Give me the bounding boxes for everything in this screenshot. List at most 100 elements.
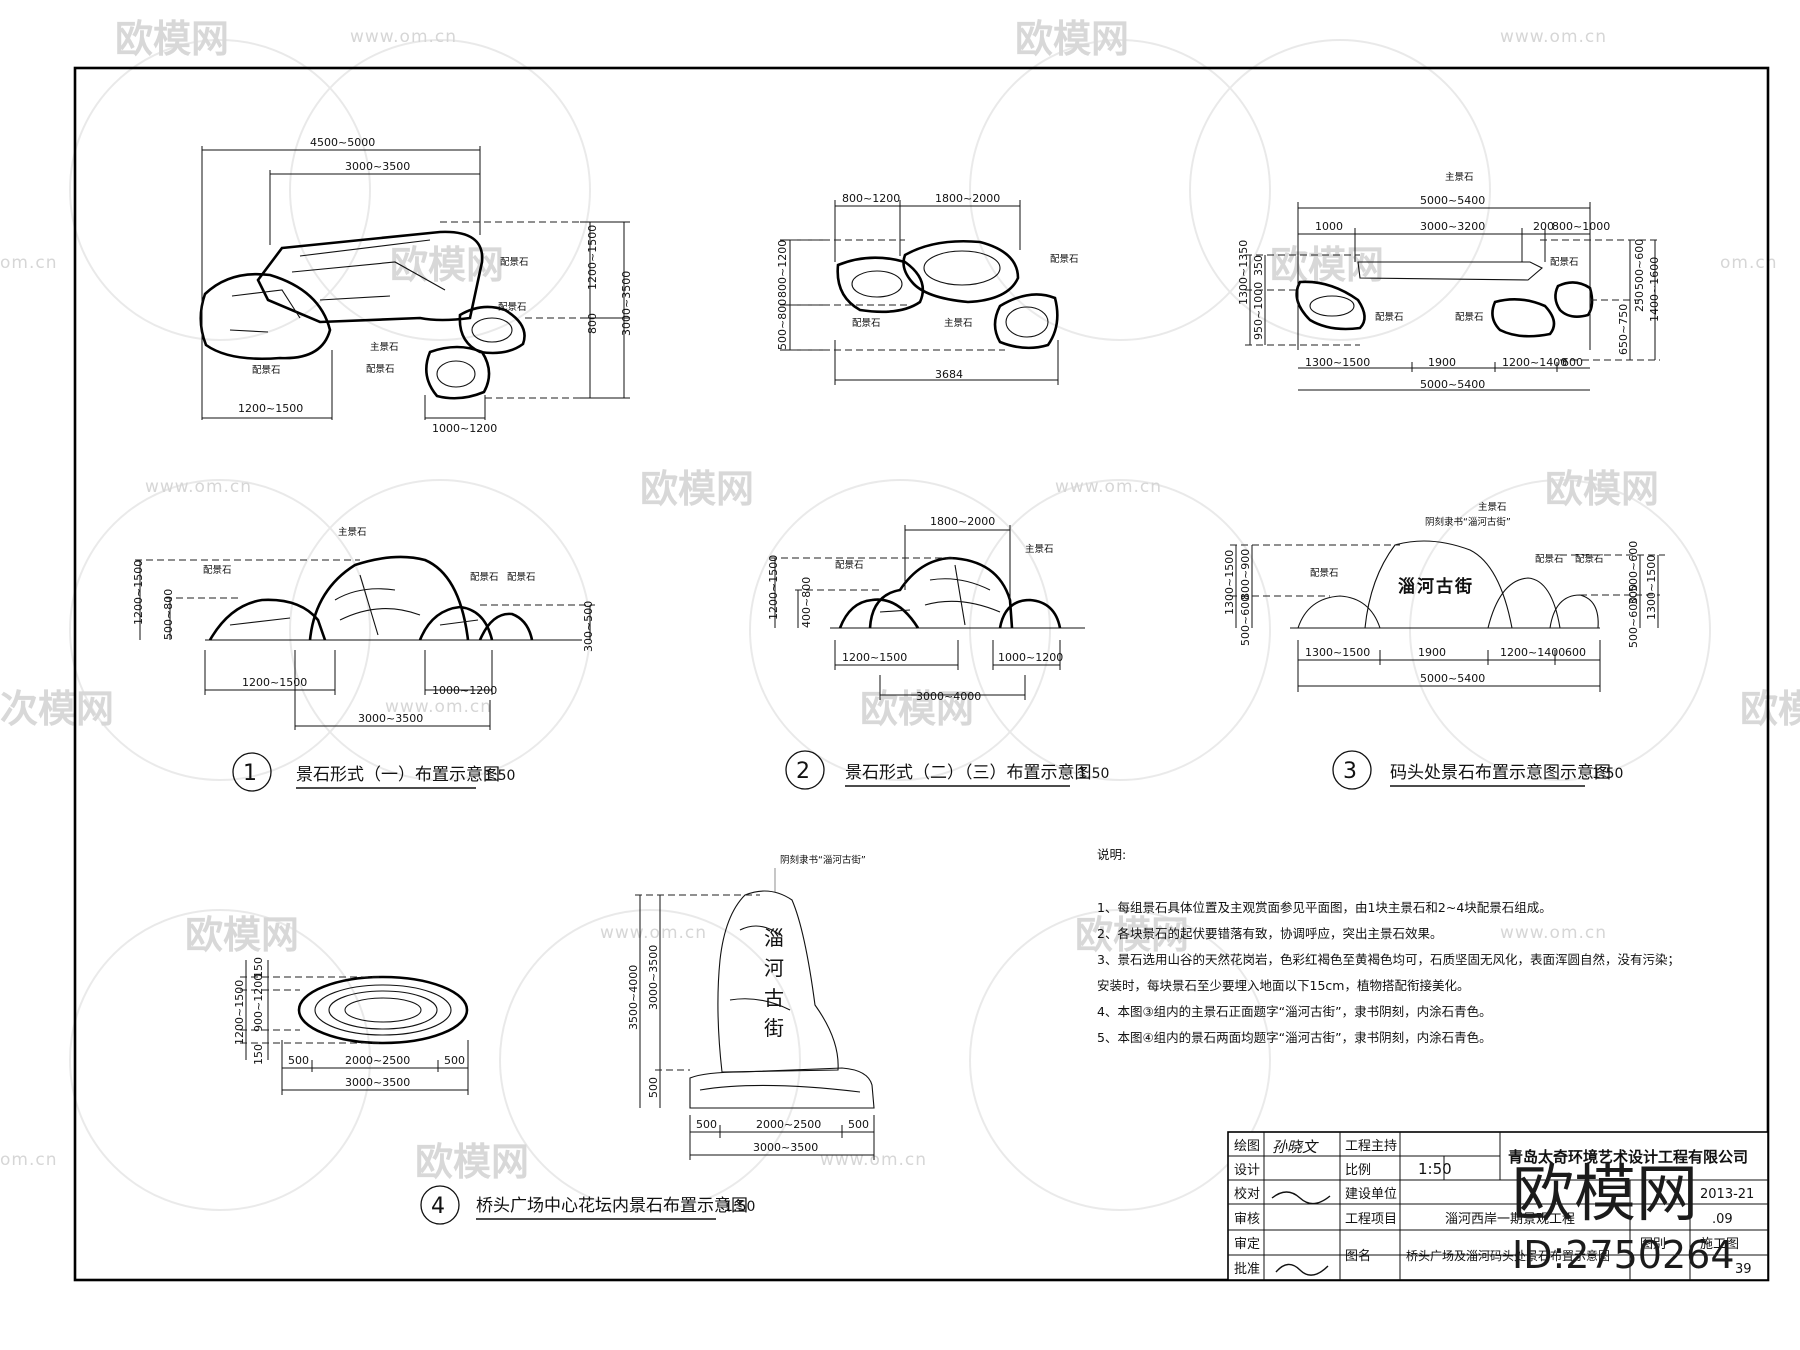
dim-label: 3000~3500 <box>358 712 423 725</box>
note-line: 2、各块景石的起伏要错落有致，协调呼应，突出主景石效果。 <box>1097 926 1442 941</box>
watermark-url: www.om.cn <box>385 697 492 717</box>
watermark-brand: 欧模网 <box>185 913 299 957</box>
rock-label: 配景石 <box>835 560 864 571</box>
rock-label: 配景石 <box>1310 568 1339 579</box>
tb-drawing-value: 桥头广场及淄河码头处景石布置示意图 <box>1406 1248 1610 1263</box>
fig-scale: 1:50 <box>484 768 515 784</box>
watermark-brand: 欧模网 <box>1075 913 1189 957</box>
fig-number: 1 <box>243 761 257 786</box>
dim-label: 3000~3200 <box>1420 220 1485 233</box>
extension-dashes <box>240 976 380 1044</box>
extension-dashes <box>790 239 1005 351</box>
dim-label: 150 <box>252 1044 265 1065</box>
fig-title: 码头处景石布置示意图示意图 <box>1390 763 1611 783</box>
carved-character: 街 <box>764 1016 784 1040</box>
rock-texture <box>699 925 861 1093</box>
tb-label: 工程项目 <box>1345 1212 1397 1227</box>
side-rock-outline <box>478 612 534 641</box>
carved-character: 淄 <box>764 926 784 950</box>
dim-label: 5000~5400 <box>1420 378 1485 391</box>
side-rock-outline <box>1554 281 1594 318</box>
dim-label: 3000~3500 <box>753 1141 818 1154</box>
fig3-elevation: 淄河古街 主景石 阴刻隶书“淄河古街” 配景石 配景石 配景石 1300~150… <box>1223 501 1665 692</box>
dim-label: 4500~5000 <box>310 136 375 149</box>
drawing-frame <box>73 66 1770 1282</box>
extension-dashes <box>135 559 595 606</box>
notes-heading: 说明: <box>1097 847 1126 862</box>
dim-label: 500~600 <box>1627 541 1640 592</box>
rock-label: 配景石 <box>1455 312 1484 323</box>
dim-label: 1300~1500 <box>1223 550 1236 615</box>
fig-scale: 1:50 <box>1592 766 1623 782</box>
dim-label: 3000~3500 <box>345 160 410 173</box>
fig3-title-block: 3 码头处景石布置示意图示意图 1:50 <box>1332 750 1623 790</box>
side-rock-outline <box>836 256 925 314</box>
dim-label: 1000 <box>1315 220 1343 233</box>
dim-label: 1300~1500 <box>1305 646 1370 659</box>
engraving-note: 阴刻隶书“淄河古街” <box>1425 516 1511 528</box>
rock-label: 配景石 <box>1550 257 1579 268</box>
dim-label: 1200~1500 <box>238 402 303 415</box>
tb-row-label: 设计 <box>1234 1163 1260 1178</box>
tb-number: 2013-21 <box>1700 1187 1754 1202</box>
rock-label: 配景石 <box>252 365 281 376</box>
dim-label: 3000~4000 <box>916 690 981 703</box>
dim-label: 400~800 <box>800 577 813 628</box>
rock-label: 主景石 <box>338 526 367 538</box>
dimension-lines <box>639 895 875 1160</box>
dim-label: 3500~4000 <box>627 965 640 1030</box>
dimension-lines <box>1235 545 1659 692</box>
rock-texture <box>229 289 301 333</box>
fig1-title-block: 1 景石形式（一）布置示意图 1:50 <box>232 752 515 792</box>
tb-label: 图别 <box>1640 1237 1666 1252</box>
dim-label: 1200~1500 <box>132 560 145 625</box>
rock-label: 主景石 <box>1478 501 1507 513</box>
dimension-lines <box>139 560 591 730</box>
side-rock-outline <box>458 305 526 355</box>
dim-label: 1300~1500 <box>1305 356 1370 369</box>
tb-company: 青岛太奇环境艺术设计工程有限公司 <box>1508 1148 1748 1166</box>
note-line: 1、每组景石具体位置及主观赏面参见平面图，由1块主景石和2~4块配景石组成。 <box>1097 900 1552 915</box>
dimension-lines <box>774 525 1061 700</box>
fig4-title-block: 4 桥头广场中心花坛内景石布置示意图 1:50 <box>420 1185 755 1225</box>
fig-title: 景石形式（一）布置示意图 <box>296 765 500 785</box>
watermark-brand: 欧模网 <box>1270 243 1384 287</box>
rock-label: 配景石 <box>203 565 232 576</box>
tb-label: 比例 <box>1345 1163 1371 1178</box>
main-rock-outline <box>308 555 470 641</box>
dim-label: 3000~3500 <box>647 945 660 1010</box>
watermark-url: om.cn <box>1720 253 1778 273</box>
watermark-url: www.om.cn <box>1500 923 1607 943</box>
dim-label: 600 <box>1565 646 1586 659</box>
side-rock-outline <box>998 598 1062 629</box>
extension-dashes <box>440 221 580 399</box>
dim-label: 150 <box>252 957 265 978</box>
extension-dashes <box>635 894 760 1071</box>
dimension-lines <box>201 146 630 420</box>
dim-label: 5000~5400 <box>1420 672 1485 685</box>
side-rock-outline <box>424 345 491 400</box>
fig-number: 3 <box>1343 759 1357 784</box>
rock-texture <box>436 360 476 388</box>
tb-row-label: 绘图 <box>1234 1139 1260 1154</box>
dim-label: 500~800 <box>162 589 175 640</box>
rock-label: 配景石 <box>470 572 499 583</box>
base-rock-outline <box>689 1067 875 1109</box>
tb-row-label: 校对 <box>1234 1186 1260 1202</box>
dim-label: 1000~1200 <box>432 684 497 697</box>
dim-label: 800~1200 <box>842 192 900 205</box>
dim-label: 250 <box>1633 291 1646 312</box>
rock-texture <box>314 984 452 1036</box>
watermark-url: www.om.cn <box>350 27 457 47</box>
dimension-lines <box>780 200 1059 385</box>
side-rock-outline <box>1491 297 1556 338</box>
dim-label: 1900 <box>1418 646 1446 659</box>
dim-label: 1200~1400 <box>1502 356 1567 369</box>
tb-date: .09 <box>1712 1212 1733 1227</box>
rock-label: 配景石 <box>1050 254 1079 265</box>
side-rock-outline <box>199 272 332 361</box>
dim-label: 500~600 <box>1627 597 1640 648</box>
watermark-brand: 欧模网 <box>390 243 504 287</box>
carved-character: 河 <box>764 956 784 980</box>
note-line: 3、景石选用山谷的天然花岗岩，色彩红褐色至黄褐色均可，石质坚固无风化，表面浑圆自… <box>1097 952 1680 967</box>
